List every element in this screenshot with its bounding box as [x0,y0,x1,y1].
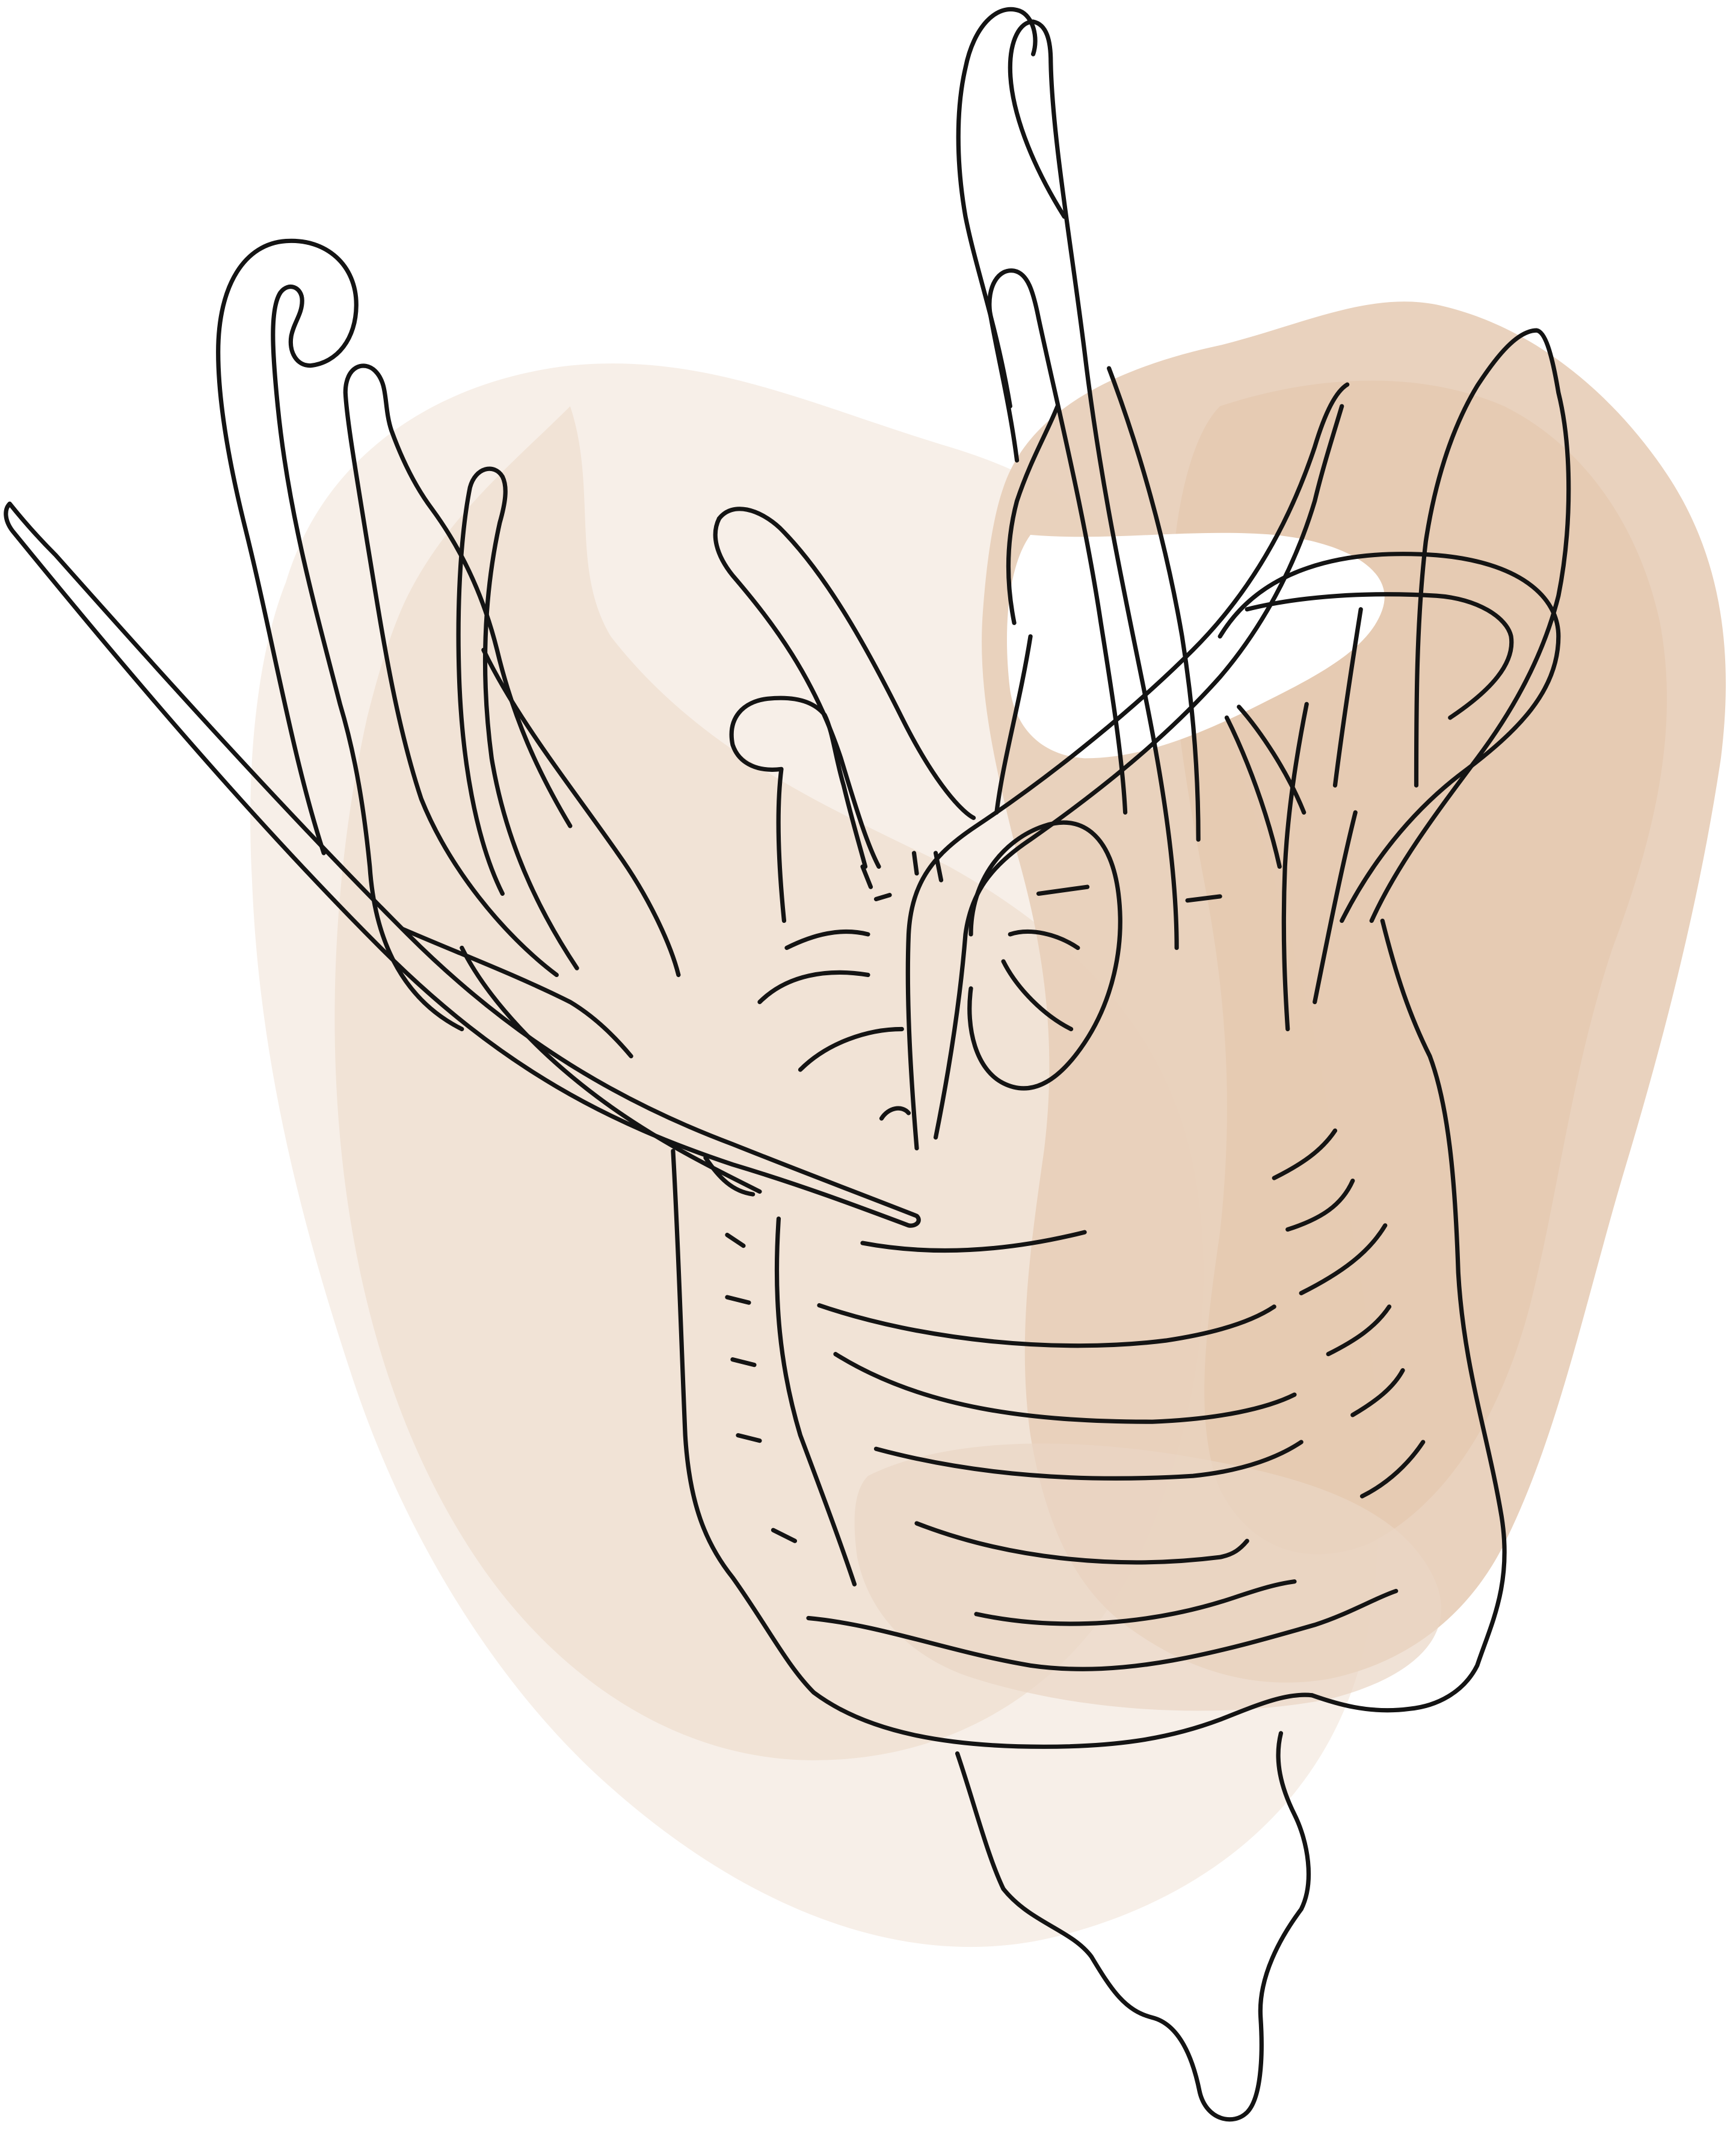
tentacle-far-left [4,501,921,1228]
line-art [4,7,1571,2122]
body-left-edge [671,1149,1314,1749]
tentacle-small-bulb [729,695,868,924]
center-small-arcs [757,929,911,1121]
wash-lower-band [854,1443,1442,1711]
tentacle-tall-e [1107,366,1201,842]
tentacle-tall-b [1008,19,1179,951]
tentacle-right-loop-inner [1245,592,1514,720]
tentacle-right-loop [1217,552,1561,924]
tentacle-crossing-b [933,404,1344,1140]
base-foot [955,1731,1311,2122]
tentacle-center-left [716,507,976,820]
wash-mid [334,406,1204,1760]
tentacle-left-lower [460,945,762,1194]
tentacle-left-hook [216,238,464,1032]
tentacle-center-left-b [713,516,881,869]
mouth-inner-curve [1001,929,1080,1032]
tentacle-left-mid-a [343,363,573,978]
tentacle-right-inner [1224,705,1307,869]
tentacle-left-curve [481,647,681,978]
tentacle-right-tall [1369,328,1571,924]
body-right-edge [1310,918,1507,1713]
body-ridges [703,1128,1426,1671]
tentacle-left-inner [456,466,579,970]
center-dash-lines [860,851,1222,903]
tentacle-crossing [905,382,1350,1151]
tentacle-tall-d [994,404,1060,815]
watercolor-wash [250,301,1726,1947]
tentacle-tall-c [956,7,1038,409]
body-inner-left [774,1216,857,1587]
tentacle-left-mid-b [400,927,633,1059]
mouth-loop [967,820,1122,1091]
tentacle-right-mid [1281,607,1363,1032]
